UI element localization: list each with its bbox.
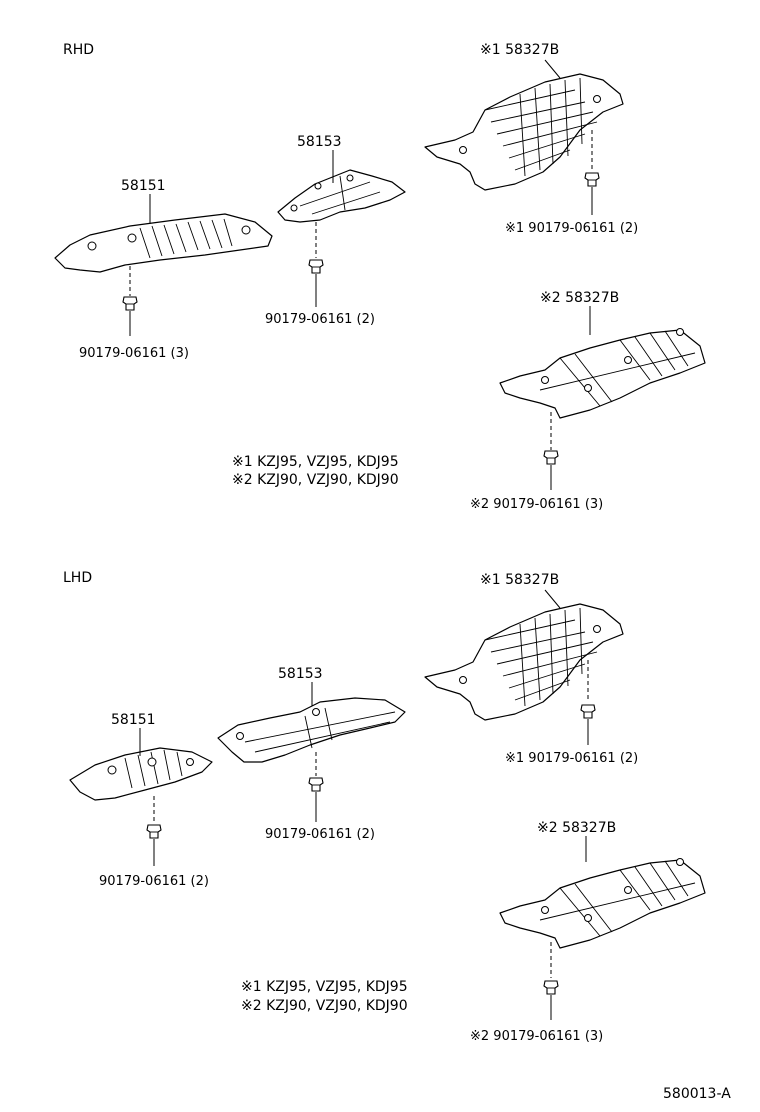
note-1-rhd: ※1 KZJ95, VZJ95, KDJ95 [232,454,399,470]
label-58327b-1-clip-lhd: ※1 90179-06161 (2) [505,751,638,766]
label-58151-clip-rhd: 90179-06161 (3) [79,346,189,361]
label-58327b-1-clip-rhd: ※1 90179-06161 (2) [505,221,638,236]
lhd-section: LHD 58151 90179-06161 (2) 58153 9 [63,570,706,1044]
note-2-rhd: ※2 KZJ90, VZJ90, KDJ90 [232,472,399,488]
part-58327b-1-rhd [424,59,624,215]
label-58153-lhd: 58153 [278,666,323,682]
note-2-lhd: ※2 KZJ90, VZJ90, KDJ90 [241,998,408,1014]
label-58327b-2-lhd: ※2 58327B [537,820,616,836]
label-58153-clip-lhd: 90179-06161 (2) [265,827,375,842]
label-58151-clip-lhd: 90179-06161 (2) [99,874,209,889]
label-58327b-2-rhd: ※2 58327B [540,290,619,306]
label-58153-clip-rhd: 90179-06161 (2) [265,312,375,327]
rhd-section: RHD 58151 90179-06161 (3) 5815 [54,42,706,512]
label-58327b-1-rhd: ※1 58327B [480,42,559,58]
label-58151-rhd: 58151 [121,178,166,194]
label-58151-lhd: 58151 [111,712,156,728]
label-58327b-2-clip-rhd: ※2 90179-06161 (3) [470,497,603,512]
part-58153-rhd [277,150,406,307]
part-58327b-2-rhd [499,306,706,490]
label-58327b-2-clip-lhd: ※2 90179-06161 (3) [470,1029,603,1044]
diagram-code: 580013-A [663,1086,731,1102]
part-58327b-2-lhd [499,836,706,1020]
part-58151-rhd [54,194,273,336]
label-58327b-1-lhd: ※1 58327B [480,572,559,588]
lhd-heading: LHD [63,570,92,586]
note-1-lhd: ※1 KZJ95, VZJ95, KDJ95 [241,979,408,995]
rhd-heading: RHD [63,42,94,58]
part-58153-lhd [217,682,406,822]
part-58327b-1-lhd [424,589,624,745]
part-58151-lhd [69,728,213,866]
label-58153-rhd: 58153 [297,134,342,150]
